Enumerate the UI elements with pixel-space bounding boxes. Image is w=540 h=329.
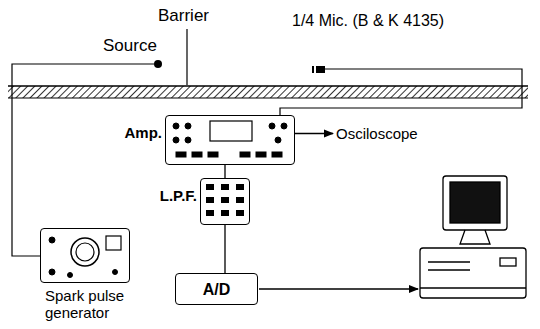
amplifier-panel: [173, 121, 287, 157]
computer-symbol: [420, 176, 526, 298]
microphone-symbol: [313, 66, 325, 73]
node-label: Spark pulse generator: [45, 287, 145, 321]
mic-wire: [280, 69, 522, 115]
node-label: L.P.F.: [160, 187, 197, 204]
signal-wire: [224, 165, 225, 178]
generator-panel: [49, 236, 121, 278]
barrier-band: [8, 86, 528, 98]
filter-box: L.P.F.: [200, 178, 250, 225]
data-arrow: [259, 288, 418, 289]
node-label: A/D: [203, 281, 231, 298]
signal-arrow: [295, 133, 333, 134]
source-label: Source: [103, 37, 157, 54]
mic-label: 1/4 Mic. (B & K 4135): [292, 12, 444, 29]
amplifier-box: Amp.: [165, 115, 295, 165]
leader-line: [186, 29, 187, 85]
converter-box: A/D: [175, 273, 258, 305]
node-label: Osciloscope: [336, 125, 418, 142]
signal-wire: [224, 225, 225, 273]
node-label: Amp.: [125, 124, 163, 141]
pulse-generator: Spark pulse generator: [40, 228, 130, 283]
oscilloscope-node: Osciloscope: [333, 123, 421, 144]
barrier-label: Barrier: [158, 7, 209, 24]
filter-panel: [206, 184, 244, 216]
source-dot: [154, 60, 162, 68]
